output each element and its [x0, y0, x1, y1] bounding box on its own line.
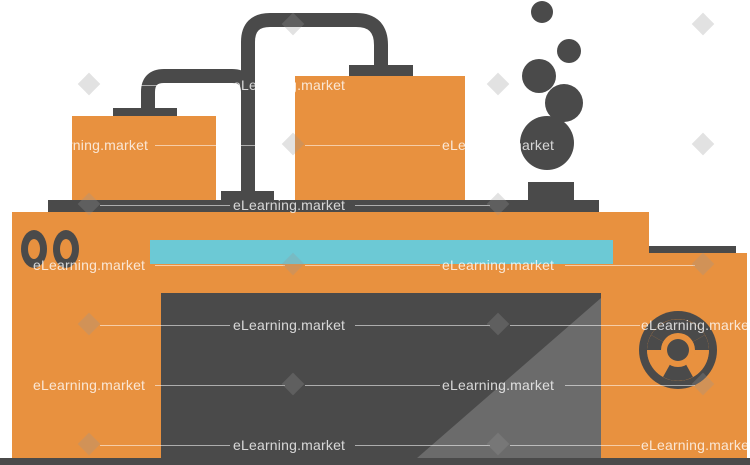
- gauge-icon: [21, 230, 79, 268]
- long-pipe: [241, 13, 388, 192]
- window-strip: [150, 240, 613, 264]
- pipe-cap-right-tank: [349, 65, 413, 77]
- chimney: [528, 182, 574, 202]
- left-tank: [72, 116, 216, 202]
- pipes: [141, 13, 388, 192]
- short-pipe: [141, 69, 255, 110]
- radiation-core: [667, 339, 689, 361]
- smoke-puffs: [520, 1, 583, 170]
- radiation-icon: [639, 311, 717, 389]
- smoke-puff: [545, 84, 583, 122]
- smoke-puff: [520, 116, 574, 170]
- smoke-puff: [522, 59, 556, 93]
- pipe-cap-left-tank: [113, 108, 177, 118]
- garage-door-reflection: [409, 298, 601, 465]
- gauge-right-inner: [60, 239, 72, 259]
- right-tank: [295, 76, 465, 202]
- smoke-puff: [557, 39, 581, 63]
- side-ledge: [649, 246, 736, 253]
- smoke-puff: [531, 1, 553, 23]
- roof-ledge: [48, 200, 599, 212]
- ground: [0, 458, 750, 465]
- gauge-left-inner: [28, 239, 40, 259]
